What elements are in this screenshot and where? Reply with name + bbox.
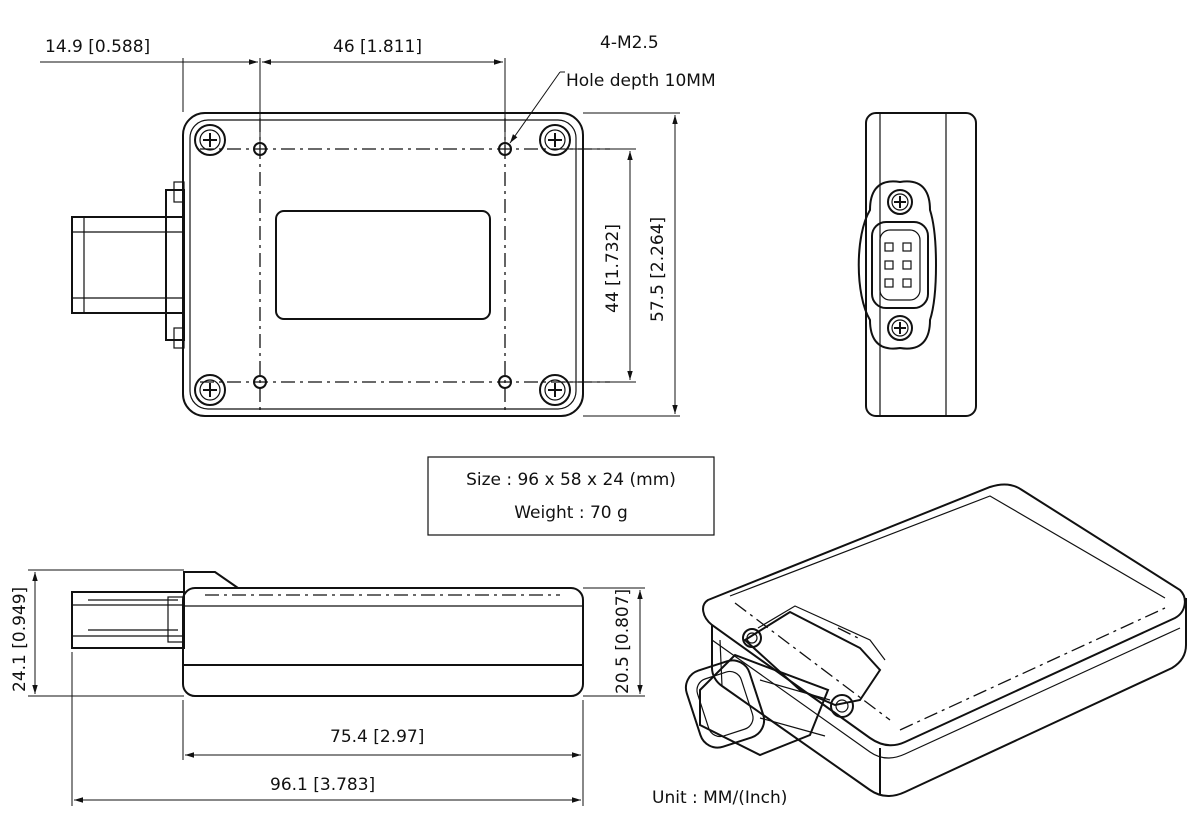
dim-hole-spacing-y: 44 [1.732] [603,224,623,313]
end-view-flange [857,180,937,350]
right-dimensions: 44 [1.732] 57.5 [2.264] [560,112,680,417]
isometric-view [684,483,1187,797]
top-view: 14.9 [0.588] 46 [1.811] 4-M2.5 Hole dept… [40,33,716,417]
spec-weight: Weight : 70 g [514,503,628,523]
end-view-pins [884,242,912,288]
top-view-window [275,210,491,320]
dim-hole-spacing-x: 46 [1.811] [333,37,422,57]
spec-size: Size : 96 x 58 x 24 (mm) [466,470,676,490]
unit-note: Unit : MM/(Inch) [652,788,787,808]
hole-callout-title: 4-M2.5 [600,33,659,53]
isometric-connector [684,605,886,757]
end-view [857,112,977,417]
dim-offset-left: 14.9 [0.588] [45,37,150,57]
corner-screws [194,124,571,406]
dim-side-body-height: 20.5 [0.807] [613,589,633,694]
mounting-holes [253,142,512,389]
dim-side-total-height: 24.1 [0.949] [10,587,30,692]
side-view [71,571,584,697]
dim-body-length: 75.4 [2.97] [330,727,424,747]
side-dimensions: 24.1 [0.949] 20.5 [0.807] 75.4 [2.97] 96… [10,569,645,806]
top-view-connector [71,181,185,349]
top-dimensions: 14.9 [0.588] 46 [1.811] [40,37,506,145]
dim-overall-length: 96.1 [3.783] [270,775,375,795]
hole-callout-depth: Hole depth 10MM [566,71,716,91]
hole-callout: 4-M2.5 Hole depth 10MM [509,33,716,144]
top-view-body [182,112,584,417]
spec-box: Size : 96 x 58 x 24 (mm) Weight : 70 g [427,456,715,536]
dim-overall-height: 57.5 [2.264] [648,217,668,322]
